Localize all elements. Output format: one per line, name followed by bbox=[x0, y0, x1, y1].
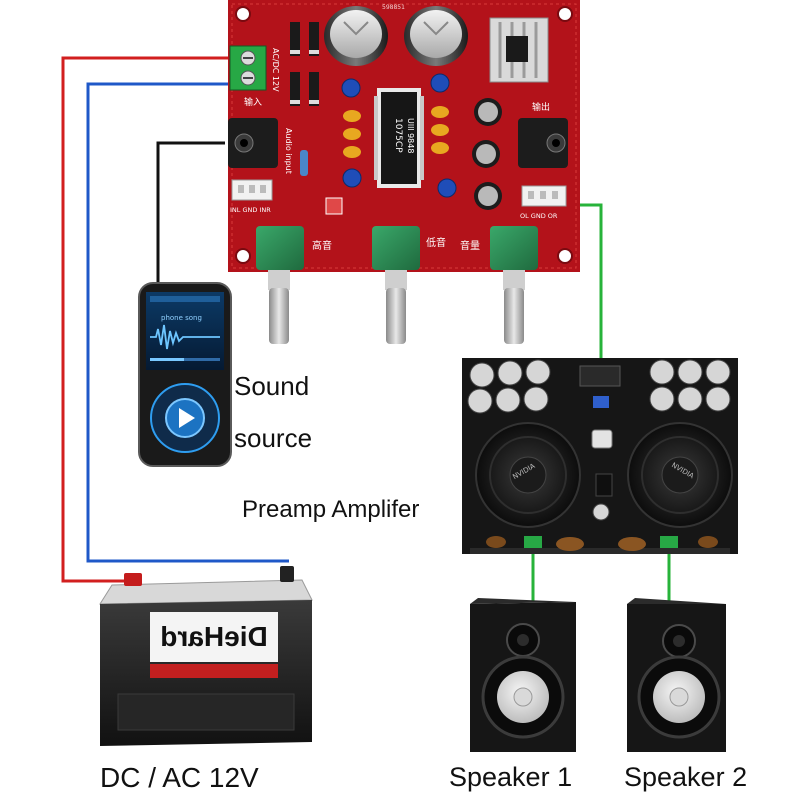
audio-output-jack bbox=[518, 118, 568, 168]
speaker-1 bbox=[470, 598, 576, 752]
cooling-fan-left bbox=[475, 422, 581, 528]
ceramic-capacitors bbox=[343, 106, 449, 158]
player-song-label: phone song bbox=[161, 314, 202, 322]
input-header bbox=[231, 179, 273, 201]
black-audio-wire bbox=[156, 141, 225, 292]
cooling-fan-right bbox=[627, 422, 733, 528]
battery-terminal-positive bbox=[124, 573, 142, 586]
bass-knob[interactable] bbox=[372, 226, 420, 344]
output-label: 输出 bbox=[532, 101, 550, 113]
music-player: phone song bbox=[138, 282, 232, 467]
amp-capacitors bbox=[467, 359, 731, 414]
power-terminal-label: AC/DC 12V bbox=[271, 48, 280, 92]
amp-inductors bbox=[486, 536, 718, 551]
preamp-board: 598851 AC/DC 12V 输入 bbox=[228, 0, 580, 344]
amplifier-board: NVIDIA NVIDIA bbox=[462, 358, 738, 554]
audio-input-label: Audio input bbox=[284, 128, 293, 174]
speaker-terminal-1 bbox=[524, 536, 542, 548]
ic-label: 1075CP bbox=[393, 118, 403, 153]
speaker1-caption: Speaker 1 bbox=[449, 762, 573, 792]
output-header bbox=[521, 185, 567, 207]
small-capacitors bbox=[341, 73, 457, 198]
treble-label: 高音 bbox=[312, 239, 332, 252]
power-caption: DC / AC 12V bbox=[100, 762, 259, 793]
battery: DieHard bbox=[99, 566, 313, 746]
treble-knob[interactable] bbox=[256, 226, 304, 344]
dip-switch bbox=[325, 197, 343, 215]
input-label: 输入 bbox=[244, 96, 262, 108]
resistor bbox=[300, 150, 308, 176]
sound-source-line2: source bbox=[234, 423, 313, 453]
play-icon bbox=[179, 408, 195, 428]
volume-label: 音量 bbox=[460, 239, 480, 252]
ic-chip bbox=[374, 88, 424, 188]
volume-knob[interactable] bbox=[490, 226, 538, 344]
amplifier-caption: Preamp Amplifer bbox=[242, 496, 420, 523]
output-pins-label: OL GND OR bbox=[520, 212, 558, 220]
capacitor-large-2 bbox=[404, 6, 468, 66]
input-pins-label: INL GND INR bbox=[230, 206, 271, 214]
board-id: 598851 bbox=[382, 4, 405, 11]
diodes bbox=[290, 22, 319, 106]
heatsink bbox=[489, 17, 549, 83]
bass-label: 低音 bbox=[426, 236, 446, 249]
audio-input-jack bbox=[228, 118, 278, 168]
speaker-terminal-2 bbox=[660, 536, 678, 548]
waveform-icon bbox=[150, 324, 220, 350]
capacitors-right bbox=[472, 98, 502, 210]
blue-power-wire bbox=[86, 82, 289, 563]
ic-label-2: Ulll 9848 bbox=[406, 118, 415, 153]
red-power-wire bbox=[61, 56, 250, 583]
power-terminal bbox=[229, 45, 267, 91]
play-button[interactable] bbox=[150, 383, 220, 453]
sound-source-line1: Sound bbox=[234, 371, 310, 401]
battery-terminal-negative bbox=[280, 566, 294, 582]
sound-source-caption: Sound source bbox=[234, 360, 312, 464]
speaker-2 bbox=[627, 598, 726, 752]
speaker2-caption: Speaker 2 bbox=[624, 762, 748, 792]
capacitor-large-1 bbox=[324, 6, 388, 66]
battery-brand: DieHard bbox=[160, 621, 267, 652]
